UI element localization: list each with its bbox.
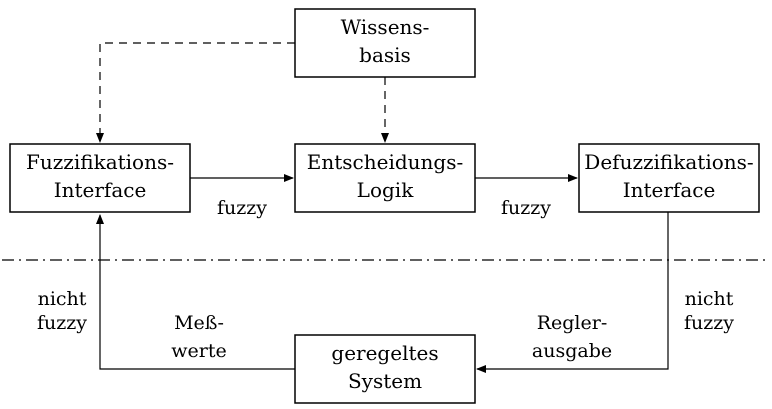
label-nicht-fuzzy-right-line-1: nicht	[685, 288, 734, 310]
label-nicht-fuzzy-left-line-1: nicht	[38, 288, 87, 310]
box-defuzzifikation: Defuzzifikations- Interface	[578, 143, 760, 213]
box-defuzzifikation-line-1: Defuzzifikations-	[584, 150, 753, 174]
label-fuzzy-right: fuzzy	[501, 197, 551, 219]
box-fuzzifikation: Fuzzifikations- Interface	[9, 143, 191, 213]
box-entscheidung-line-1: Entscheidungs-	[307, 150, 463, 174]
box-system-line-2: System	[348, 369, 422, 393]
box-wissensbasis: Wissens- basis	[294, 8, 476, 78]
box-entscheidung: Entscheidungs- Logik	[294, 143, 476, 213]
label-nicht-fuzzy-right-line-2: fuzzy	[684, 312, 734, 334]
box-wissensbasis-line-2: basis	[359, 43, 411, 67]
box-fuzzifikation-line-1: Fuzzifikations-	[26, 150, 174, 174]
label-reglerausgabe-line-2: ausgabe	[532, 340, 612, 362]
label-reglerausgabe-line-1: Regler-	[537, 312, 608, 334]
arrow-wissensbasis-to-fuzzifikation	[96, 42, 295, 143]
box-entscheidung-line-2: Logik	[357, 178, 415, 202]
arrow-system-to-fuzzifikation	[96, 214, 295, 370]
box-defuzzifikation-line-2: Interface	[623, 178, 716, 202]
label-messwerte-line-2: werte	[171, 340, 226, 362]
label-fuzzy-left: fuzzy	[217, 197, 267, 219]
label-messwerte-line-1: Meß-	[174, 312, 224, 334]
label-nicht-fuzzy-left-line-2: fuzzy	[37, 312, 87, 334]
arrow-defuzzifikation-to-system	[476, 212, 669, 373]
box-system-line-1: geregeltes	[331, 341, 438, 365]
box-fuzzifikation-line-2: Interface	[54, 178, 147, 202]
box-wissensbasis-line-1: Wissens-	[341, 15, 430, 39]
box-system: geregeltes System	[294, 334, 476, 404]
